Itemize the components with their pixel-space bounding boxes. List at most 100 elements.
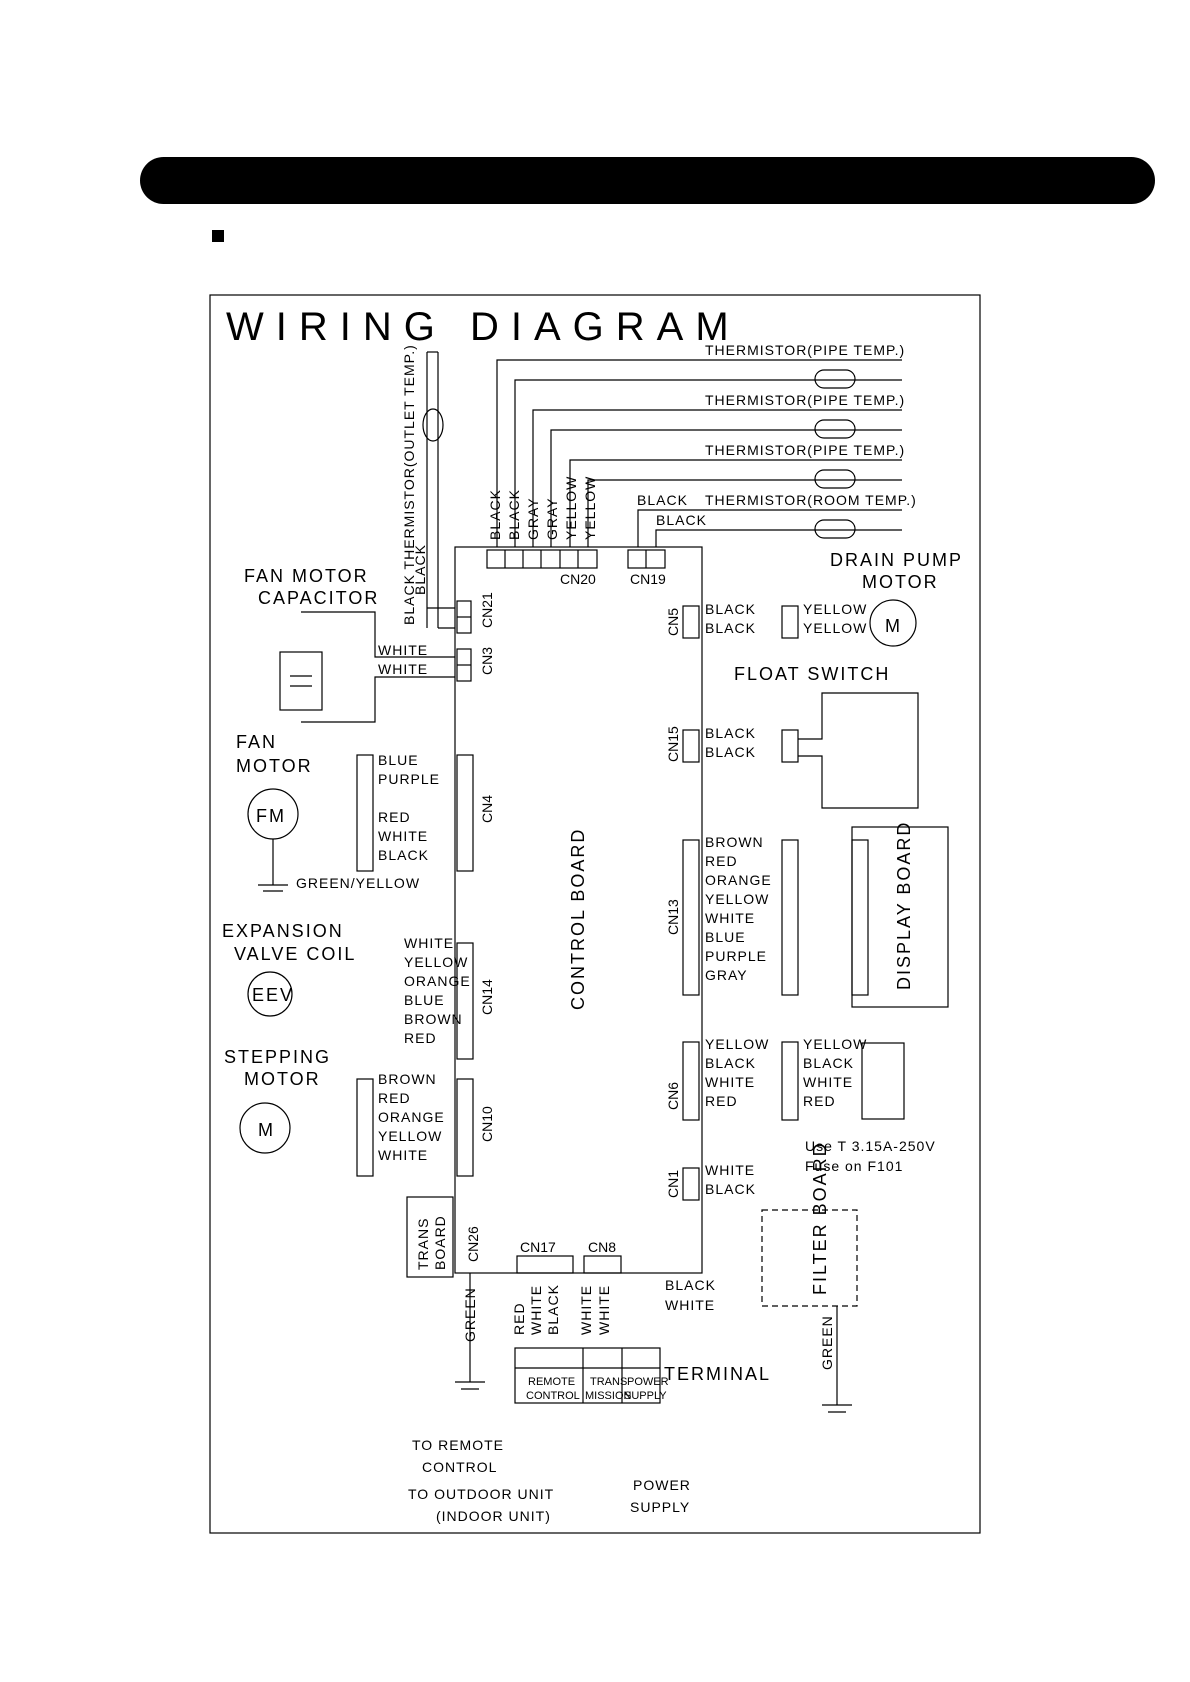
- cn14-wire-2: YELLOW: [404, 954, 468, 970]
- cn20-wire-6: YELLOW: [582, 476, 598, 540]
- cn13-wire-3: ORANGE: [705, 872, 772, 888]
- expansion-valve-label-1: EXPANSION: [222, 921, 344, 941]
- green-label-right: GREEN: [819, 1315, 835, 1370]
- cn10-wire-2: RED: [378, 1090, 411, 1106]
- diagram-frame: [209, 294, 981, 1534]
- connector-cn14-label: CN14: [479, 979, 495, 1015]
- cn3-wire-2: WHITE: [378, 661, 428, 677]
- cn13-wire-1: BROWN: [705, 834, 764, 850]
- green-yellow-label: GREEN/YELLOW: [296, 875, 420, 891]
- green-label-left: GREEN: [462, 1287, 478, 1342]
- trans-board-outline: [406, 1196, 454, 1278]
- cn1-wire-1: WHITE: [705, 1162, 755, 1178]
- connector-cn19-label: CN19: [630, 571, 666, 587]
- cn14-wire-5: BROWN: [404, 1011, 463, 1027]
- control-board-label: CONTROL BOARD: [568, 828, 588, 1010]
- connector-cn20-label: CN20: [560, 571, 596, 587]
- m-symbol: M: [258, 1120, 275, 1140]
- power-supply-label-1: POWER: [633, 1477, 691, 1493]
- fm-symbol: FM: [256, 806, 286, 826]
- connector-cn21-label: CN21: [479, 592, 495, 628]
- drain-pump-label-2: MOTOR: [862, 572, 939, 592]
- connector-cn4-label: CN4: [479, 795, 495, 823]
- terminal-group-trans-2: MISSION: [585, 1390, 632, 1402]
- cn13-wire-4: YELLOW: [705, 891, 769, 907]
- cn13-wire-6: BLUE: [705, 929, 746, 945]
- cn6-wire-3: WHITE: [705, 1074, 755, 1090]
- terminal-group-power-2: SUPPLY: [624, 1390, 667, 1402]
- cn8-wire-1: WHITE: [578, 1285, 594, 1335]
- filter-board-outline: [761, 1209, 858, 1307]
- fan-motor-label-1: FAN: [236, 732, 277, 752]
- cn6-right-wire-4: RED: [803, 1093, 836, 1109]
- cn20-wire-4: GRAY: [544, 497, 560, 540]
- cn13-wire-5: WHITE: [705, 910, 755, 926]
- fan-motor-label-2: MOTOR: [236, 756, 313, 776]
- cn4-wire-2: PURPLE: [378, 771, 440, 787]
- cn13-wire-8: GRAY: [705, 967, 748, 983]
- thermistor-pipe-label-2: THERMISTOR(PIPE TEMP.): [705, 392, 905, 408]
- cn10-wire-4: YELLOW: [378, 1128, 442, 1144]
- cn14-wire-6: RED: [404, 1030, 437, 1046]
- fan-motor-capacitor-label-1: FAN MOTOR: [244, 566, 369, 586]
- connector-cn15-label: CN15: [665, 726, 681, 762]
- cn4-wire-5: WHITE: [378, 828, 428, 844]
- cn13-wire-2: RED: [705, 853, 738, 869]
- cn3-wire-1: WHITE: [378, 642, 428, 658]
- cn10-wire-1: BROWN: [378, 1071, 437, 1087]
- cn1-wire-2: BLACK: [705, 1181, 756, 1197]
- cn4-wire-4: RED: [378, 809, 411, 825]
- connector-cn17-label: CN17: [520, 1239, 556, 1255]
- power-wire-1: BLACK: [665, 1277, 716, 1293]
- cn5-wire-1: BLACK: [705, 601, 756, 617]
- cn6-wire-4: RED: [705, 1093, 738, 1109]
- cn8-wire-2: WHITE: [596, 1285, 612, 1335]
- cn14-wire-4: BLUE: [404, 992, 445, 1008]
- terminal-group-trans-1: TRANS: [590, 1376, 627, 1388]
- indoor-unit-label: (INDOOR UNIT): [436, 1508, 551, 1524]
- stepping-motor-label-1: STEPPING: [224, 1047, 331, 1067]
- cn13-wire-7: PURPLE: [705, 948, 767, 964]
- expansion-valve-label-2: VALVE COIL: [234, 944, 356, 964]
- trans-board-label-2: BOARD: [432, 1215, 448, 1270]
- display-board-label: DISPLAY BOARD: [894, 821, 914, 990]
- cn19-wire-2: BLACK: [656, 512, 707, 528]
- cn19-wire-1: BLACK: [637, 492, 688, 508]
- cn4-wire-6: BLACK: [378, 847, 429, 863]
- terminal-group-remote-1: REMOTE: [528, 1376, 575, 1388]
- terminal-group-power-1: POWER: [627, 1376, 669, 1388]
- thermistor-pipe-label-1: THERMISTOR(PIPE TEMP.): [705, 342, 905, 358]
- cn17-wire-1: RED: [511, 1302, 527, 1335]
- power-supply-label-2: SUPPLY: [630, 1499, 690, 1515]
- filter-board-label: FILTER BOARD: [810, 1141, 830, 1295]
- terminal-group-remote-2: CONTROL: [526, 1390, 580, 1402]
- cn6-right-wire-1: YELLOW: [803, 1036, 867, 1052]
- cn17-wire-3: BLACK: [545, 1284, 561, 1335]
- connector-cn10-label: CN10: [479, 1106, 495, 1142]
- cn6-right-wire-2: BLACK: [803, 1055, 854, 1071]
- control-board-outline: [454, 546, 703, 1274]
- cn17-wire-2: WHITE: [528, 1285, 544, 1335]
- cn20-wire-2: BLACK: [506, 489, 522, 540]
- to-outdoor-label: TO OUTDOOR UNIT: [408, 1486, 554, 1502]
- connector-cn6-label: CN6: [665, 1082, 681, 1110]
- cn20-wire-3: GRAY: [525, 497, 541, 540]
- stepping-motor-label-2: MOTOR: [244, 1069, 321, 1089]
- connector-cn3-label: CN3: [479, 647, 495, 675]
- trans-board-label-1: TRANS: [415, 1218, 431, 1270]
- cn4-wire-1: BLUE: [378, 752, 419, 768]
- fuse-note-2: Fuse on F101: [805, 1158, 903, 1174]
- cn10-wire-5: WHITE: [378, 1147, 428, 1163]
- section-header-bar: [140, 157, 1155, 204]
- bullet-icon: [212, 230, 224, 242]
- m-symbol-pump: M: [885, 616, 902, 636]
- cn5-motor-wire-1: YELLOW: [803, 601, 867, 617]
- drain-pump-label-1: DRAIN PUMP: [830, 550, 963, 570]
- cn15-wire-2: BLACK: [705, 744, 756, 760]
- cn6-wire-2: BLACK: [705, 1055, 756, 1071]
- to-remote-label: TO REMOTE: [412, 1437, 504, 1453]
- eev-symbol: EEV: [252, 985, 294, 1005]
- cn6-external-box: [861, 1042, 905, 1120]
- power-wire-2: WHITE: [665, 1297, 715, 1313]
